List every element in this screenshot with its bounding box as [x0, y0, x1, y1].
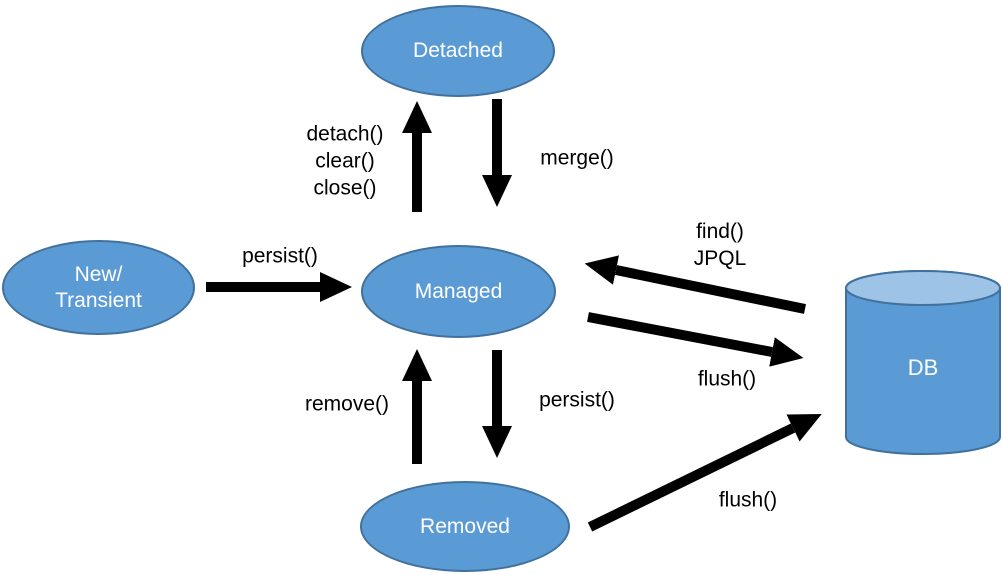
- node-new-transient-line2: Transient: [55, 288, 142, 312]
- db-cylinder-top: [845, 270, 1001, 306]
- edge-label-detach-group: detach() clear() close(): [306, 121, 383, 202]
- edge-label-persist-removed: persist(): [539, 388, 615, 412]
- arrow-removed-to-db: [587, 413, 822, 532]
- edge-label-find: find(): [696, 220, 744, 243]
- db-cylinder: [845, 270, 1001, 455]
- edge-label-flush-managed: flush(): [697, 367, 757, 391]
- edge-label-remove: remove(): [304, 392, 390, 416]
- node-managed-label: Managed: [414, 279, 503, 303]
- edge-label-persist-new: persist(): [242, 244, 318, 268]
- edge-label-merge: merge(): [540, 146, 614, 170]
- edge-label-clear: clear(): [315, 149, 375, 173]
- node-removed-label: Removed: [420, 514, 510, 538]
- edge-label-jpql: JPQL: [693, 247, 747, 270]
- edge-label-detach: detach(): [306, 122, 384, 146]
- arrow-managed-to-db: [587, 312, 804, 367]
- node-new-transient: New/ Transient: [2, 240, 195, 335]
- edge-label-flush-removed: flush(): [718, 488, 778, 512]
- edge-label-close: close(): [313, 176, 377, 200]
- node-removed: Removed: [360, 481, 570, 572]
- arrow-db-to-managed: [584, 255, 807, 314]
- edge-label-find-group: find() JPQL: [694, 218, 747, 272]
- node-detached: Detached: [361, 5, 555, 97]
- node-new-transient-line1: New/: [74, 262, 123, 286]
- node-db-label: DB: [907, 355, 939, 380]
- node-detached-label: Detached: [413, 39, 503, 62]
- node-managed: Managed: [361, 245, 556, 338]
